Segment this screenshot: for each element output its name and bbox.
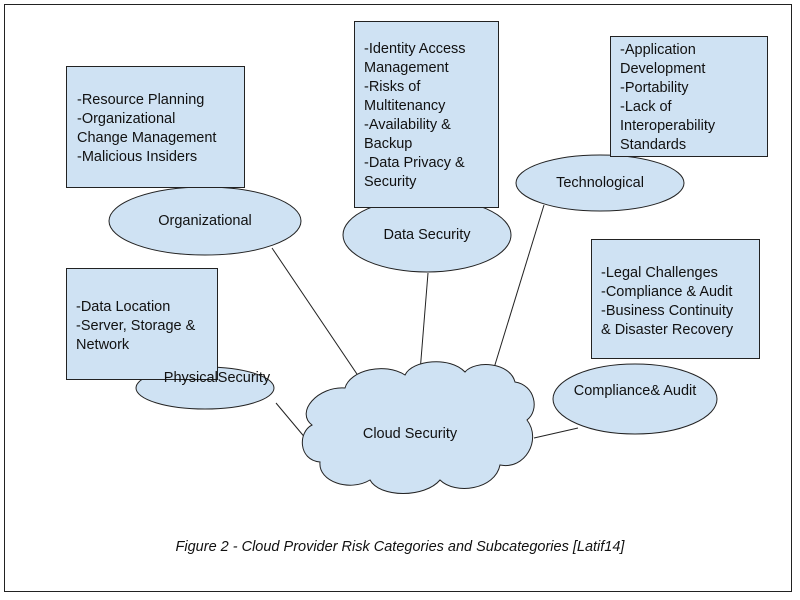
text-line: Management — [364, 60, 449, 76]
text-line: Technological — [556, 175, 644, 191]
text-line: -Portability — [620, 80, 689, 96]
label-physical-security: PhysicalSecurity — [148, 369, 286, 388]
text-line: -Identity Access — [364, 41, 466, 57]
text-line: Change Management — [77, 130, 217, 146]
text-line: -Organizational — [77, 111, 176, 127]
text-line: -Compliance & Audit — [601, 284, 733, 300]
connector-technological — [493, 204, 545, 369]
text-line: -Data Privacy & — [364, 155, 465, 171]
text-line: -Malicious Insiders — [77, 149, 198, 165]
text-line: Development — [620, 61, 706, 77]
text-line: Interoperability — [620, 118, 716, 134]
ellipse-technological — [515, 154, 685, 212]
cloud-shape — [301, 361, 535, 494]
text-line: -Business Continuity — [601, 303, 734, 319]
text-line: Network — [76, 337, 130, 353]
text-line: -Application — [620, 42, 696, 58]
text-line: -Data Location — [76, 299, 171, 315]
text-line: Standards — [620, 137, 687, 153]
text-line: & Disaster Recovery — [601, 322, 734, 338]
text-line: -Resource Planning — [77, 92, 205, 108]
text-line: Organizational — [158, 213, 252, 229]
text-line: Multitenancy — [364, 98, 446, 114]
label-cloud-security: Cloud Security — [362, 426, 458, 442]
label-technological: Technological — [516, 174, 684, 193]
figure-frame — [4, 4, 792, 592]
text-line: -Lack of — [620, 99, 672, 115]
text-line: -Availability & — [364, 117, 451, 133]
text-line: & Audit — [650, 383, 697, 399]
label-compliance-audit: Compliance& Audit — [553, 382, 717, 401]
text-line: Data Security — [383, 227, 471, 243]
text-line: -Server, Storage & — [76, 318, 196, 334]
text-line: -Risks of — [364, 79, 421, 95]
text-line: -Legal Challenges — [601, 265, 718, 281]
connector-physical-security — [275, 402, 308, 441]
connector-compliance-audit — [533, 427, 579, 439]
connector-organizational — [271, 247, 364, 384]
text-line: Physical — [163, 370, 218, 386]
connector-data-security — [419, 272, 429, 373]
text-line: Compliance — [573, 383, 651, 399]
text-line: Security — [217, 370, 271, 386]
label-organizational: Organizational — [109, 212, 301, 231]
text-line: Backup — [364, 136, 413, 152]
box-physical-security: -Data Location -Server, Storage & Network — [66, 268, 218, 380]
figure-caption: Figure 2 - Cloud Provider Risk Categorie… — [175, 539, 625, 555]
box-compliance-audit: -Legal Challenges -Compliance & Audit -Bus… — [591, 239, 760, 359]
ellipse-compliance-audit — [552, 363, 718, 435]
text-line: Security — [364, 174, 417, 190]
label-data-security: Data Security — [343, 226, 511, 245]
